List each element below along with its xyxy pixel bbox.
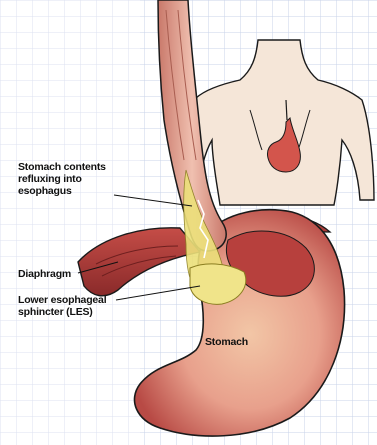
les-label: Lower esophageal sphincter (LES) [18, 294, 128, 318]
background-fade [0, 0, 140, 445]
reflux-label: Stomach contents refluxing into esophagu… [18, 161, 138, 197]
diaphragm-label: Diaphragm [18, 268, 98, 280]
stomach-label: Stomach [205, 336, 275, 348]
